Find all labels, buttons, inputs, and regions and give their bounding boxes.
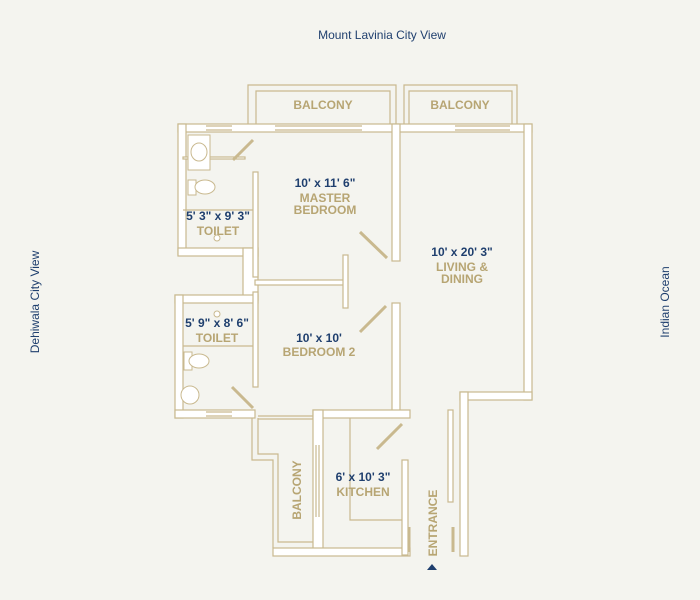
- balcony-top-right-label: BALCONY: [430, 98, 489, 112]
- toilet-1-door[interactable]: [231, 138, 255, 162]
- sink-icon: [190, 142, 208, 162]
- view-label-left: Dehiwala City View: [28, 250, 42, 353]
- toilet-2-door[interactable]: [230, 385, 255, 410]
- shower-icon: [213, 234, 221, 242]
- balcony-sliding-door: [258, 415, 313, 420]
- bedroom-2-door[interactable]: [358, 304, 388, 334]
- toilet-icon: [194, 179, 216, 195]
- master-bedroom-label-2: BEDROOM: [294, 203, 357, 217]
- balcony-top-right-outline: [403, 84, 518, 128]
- kitchen-size: 6' x 10' 3": [336, 470, 391, 484]
- view-label-top: Mount Lavinia City View: [318, 28, 446, 42]
- bedroom-2-label: BEDROOM 2: [283, 345, 356, 359]
- view-label-right: Indian Ocean: [658, 266, 672, 337]
- bedroom-2-size: 10' x 10': [296, 331, 342, 345]
- living-dining-label-1: LIVING &: [436, 260, 488, 274]
- living-dining-size: 10' x 20' 3": [431, 245, 492, 259]
- kitchen-counter: [349, 418, 402, 521]
- kitchen-label: KITCHEN: [336, 485, 389, 499]
- entrance-label: ENTRANCE: [426, 490, 440, 557]
- kitchen-door[interactable]: [375, 422, 404, 451]
- doors: [230, 138, 455, 552]
- kitchen-window: [315, 445, 320, 517]
- toilet-2-size: 5' 9" x 8' 6": [185, 316, 249, 330]
- balcony-top-left-outline: [247, 84, 397, 128]
- master-bedroom-size: 10' x 11' 6": [295, 176, 356, 190]
- entrance-arrow-icon: [427, 564, 437, 570]
- toilet-2-label: TOILET: [196, 331, 239, 345]
- balcony-bottom-label: BALCONY: [290, 460, 304, 519]
- master-bedroom-door[interactable]: [358, 230, 389, 260]
- toilet-1-label: TOILET: [197, 224, 240, 238]
- walls: [174, 84, 533, 557]
- toilet-icon: [188, 353, 210, 369]
- sink-icon: [180, 385, 200, 405]
- living-dining-label-2: DINING: [441, 272, 483, 286]
- balcony-top-left-label: BALCONY: [293, 98, 352, 112]
- balcony-bottom-outline: [251, 418, 313, 548]
- windows: [206, 125, 510, 417]
- fixtures: [180, 134, 253, 405]
- toilet-1-size: 5' 3" x 9' 3": [186, 209, 250, 223]
- master-bedroom-label-1: MASTER: [300, 191, 351, 205]
- shower-icon: [213, 310, 221, 318]
